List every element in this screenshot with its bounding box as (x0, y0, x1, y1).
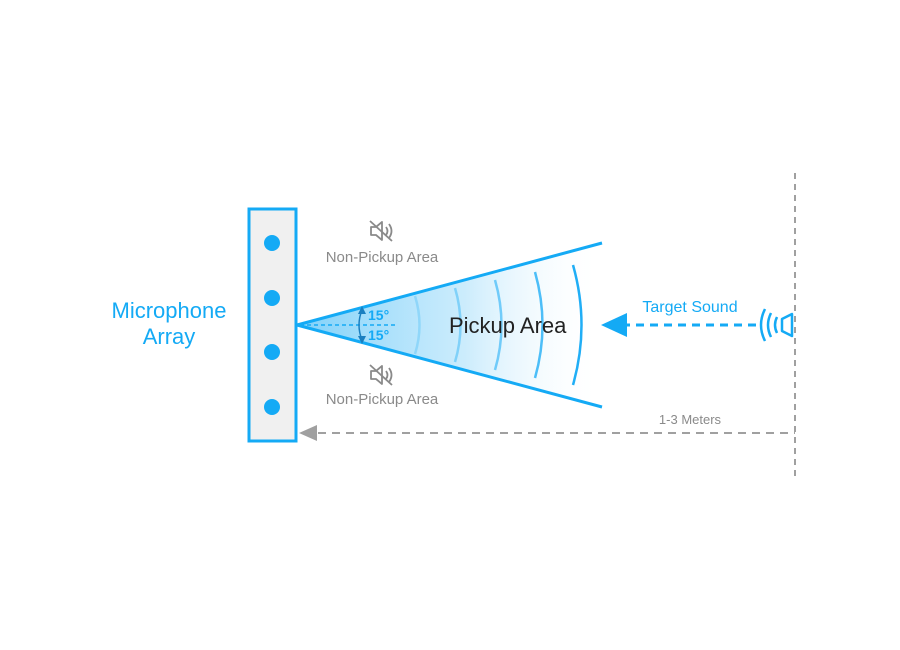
mic-dot (264, 344, 280, 360)
mic-dot (264, 290, 280, 306)
sound-source-speaker-icon (759, 308, 794, 342)
pickup-area-label: Pickup Area (449, 313, 567, 338)
wave-arc (533, 271, 544, 379)
pickup-cone (296, 241, 603, 409)
angle-upper-label: 15° (368, 307, 389, 323)
wave-arc (453, 287, 462, 363)
angle-indicator: 15° 15° (300, 306, 395, 344)
microphone-array-label-line2: Array (143, 324, 196, 349)
mic-dot (264, 235, 280, 251)
target-sound-arrow (601, 313, 757, 337)
microphone-array (247, 207, 298, 443)
muted-speaker-icon (369, 220, 393, 242)
wave-arc (493, 279, 503, 371)
wave-arc (413, 295, 421, 355)
distance-label: 1-3 Meters (659, 412, 722, 427)
mic-dot (264, 399, 280, 415)
wave-arc (571, 264, 583, 386)
sound-wave-arcs (413, 264, 583, 386)
non-pickup-area-top-label: Non-Pickup Area (326, 249, 439, 266)
target-sound-label: Target Sound (642, 299, 737, 316)
angle-lower-label: 15° (368, 327, 389, 343)
microphone-array-label-line1: Microphone (112, 298, 227, 323)
non-pickup-area-bottom-label: Non-Pickup Area (326, 391, 439, 408)
muted-speaker-icon (369, 364, 393, 386)
distance-arrow (299, 425, 795, 441)
